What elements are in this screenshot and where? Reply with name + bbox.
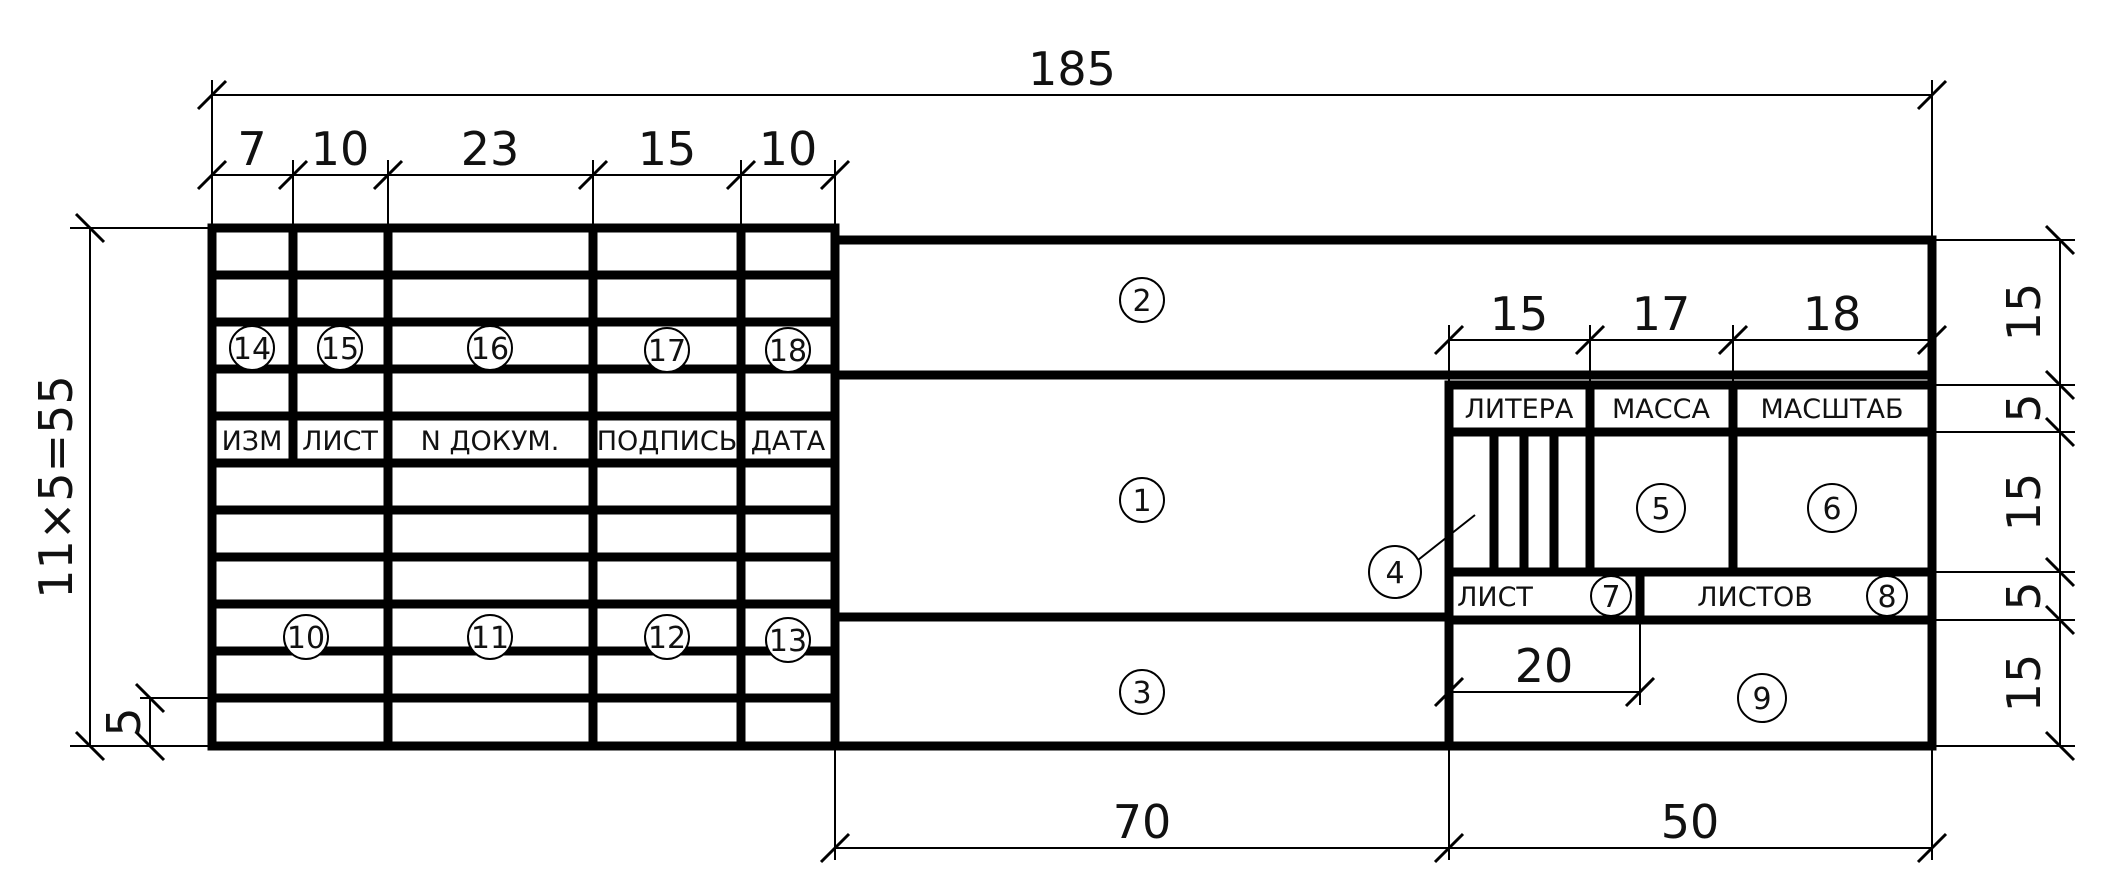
label-litera: ЛИТЕРА <box>1465 394 1574 425</box>
label-podpis: ПОДПИСЬ <box>597 426 738 457</box>
dim-list-20: 20 <box>1515 639 1574 693</box>
marker-4: 4 <box>1368 545 1422 599</box>
dim-podpis: 15 <box>638 122 697 176</box>
svg-text:10: 10 <box>287 621 325 656</box>
dim-right-row5: 5 <box>1997 393 2051 422</box>
dim-right-row5b: 5 <box>1997 581 2051 610</box>
marker-18: 18 <box>765 327 811 373</box>
dim-overall: 185 <box>1028 42 1116 96</box>
dim-masshtab: 18 <box>1803 287 1862 341</box>
svg-text:18: 18 <box>769 334 807 369</box>
header-labels: ИЗМ ЛИСТ N ДОКУМ. ПОДПИСЬ ДАТА ЛИТЕРА МА… <box>222 394 1904 613</box>
marker-13: 13 <box>765 617 811 663</box>
svg-text:12: 12 <box>648 621 686 656</box>
svg-text:17: 17 <box>648 334 686 369</box>
dim-box1: 70 <box>1113 795 1172 849</box>
marker-7: 7 <box>1590 575 1632 617</box>
svg-text:13: 13 <box>769 624 807 659</box>
svg-text:16: 16 <box>471 332 509 367</box>
marker-5: 5 <box>1636 483 1686 533</box>
dim-litera: 15 <box>1490 287 1549 341</box>
dim-list: 10 <box>311 122 370 176</box>
marker-11: 11 <box>467 614 513 660</box>
main-frame <box>830 235 1937 751</box>
dim-ndokum: 23 <box>461 122 520 176</box>
dim-data: 10 <box>759 122 818 176</box>
dimension-lines <box>70 79 2076 864</box>
svg-text:6: 6 <box>1822 492 1841 527</box>
dim-izm: 7 <box>237 122 266 176</box>
svg-text:3: 3 <box>1132 676 1151 711</box>
label-masshtab: МАСШТАБ <box>1761 394 1904 425</box>
dim-left-height: 11×5=55 <box>29 375 83 598</box>
main-frame-border <box>830 235 1937 751</box>
svg-text:2: 2 <box>1132 284 1151 319</box>
marker-17: 17 <box>644 327 690 373</box>
marker-12: 12 <box>644 614 690 660</box>
label-data: ДАТА <box>751 426 826 457</box>
svg-text:1: 1 <box>1132 484 1151 519</box>
label-izm: ИЗМ <box>222 426 283 457</box>
marker-10: 10 <box>283 614 329 660</box>
marker-6: 6 <box>1807 483 1857 533</box>
label-massa: МАССА <box>1612 394 1710 425</box>
dim-right-mid: 15 <box>1997 473 2051 532</box>
label-listov: ЛИСТОВ <box>1697 582 1813 613</box>
svg-text:5: 5 <box>1651 492 1670 527</box>
marker-3: 3 <box>1119 669 1165 715</box>
svg-text:7: 7 <box>1601 580 1620 615</box>
label-list: ЛИСТ <box>302 426 378 457</box>
marker-8: 8 <box>1866 575 1908 617</box>
label-ndokum: N ДОКУМ. <box>421 426 560 457</box>
left-grid <box>207 223 840 751</box>
dim-left-row: 5 <box>97 707 151 736</box>
markers: 1 2 3 4 5 6 7 8 9 10 11 12 13 14 15 16 1… <box>229 277 1908 723</box>
dim-massa: 17 <box>1632 287 1691 341</box>
svg-text:9: 9 <box>1752 682 1771 717</box>
dim-right-top: 15 <box>1997 283 2051 342</box>
marker-16: 16 <box>467 325 513 371</box>
dim-box2: 50 <box>1661 795 1720 849</box>
marker-15: 15 <box>317 325 363 371</box>
svg-text:14: 14 <box>233 332 271 367</box>
dim-right-bot: 15 <box>1997 654 2051 713</box>
svg-text:4: 4 <box>1385 556 1404 591</box>
svg-text:15: 15 <box>321 332 359 367</box>
marker-1: 1 <box>1119 477 1165 523</box>
marker-14: 14 <box>229 325 275 371</box>
svg-text:11: 11 <box>471 621 509 656</box>
marker-2: 2 <box>1119 277 1165 323</box>
marker-9: 9 <box>1737 673 1787 723</box>
dimension-labels: 185 7 10 23 15 10 11×5=55 5 70 50 15 5 1… <box>29 42 2051 849</box>
label-list-right: ЛИСТ <box>1457 582 1533 613</box>
svg-text:8: 8 <box>1877 580 1896 615</box>
